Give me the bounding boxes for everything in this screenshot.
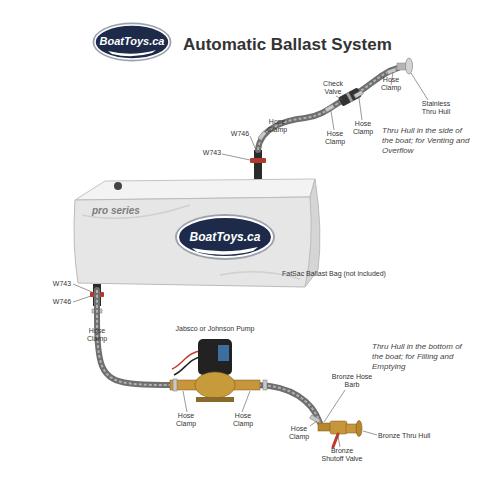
logo-rim bbox=[93, 23, 172, 62]
leader-line bbox=[183, 391, 187, 412]
valve-handle bbox=[333, 434, 338, 447]
leader-line bbox=[250, 136, 256, 150]
leader-line bbox=[336, 96, 343, 100]
connector-group bbox=[97, 290, 170, 385]
part-label: Hose Clamp bbox=[82, 327, 112, 343]
leader-line bbox=[411, 73, 428, 100]
part-label: Hose Clamp bbox=[171, 412, 201, 428]
part-label: Hose Clamp bbox=[228, 412, 258, 428]
pump: Jabsco or Johnson Pump bbox=[170, 325, 260, 410]
leader-line bbox=[331, 111, 334, 130]
thru-hull-body bbox=[346, 424, 357, 433]
part-number: W746 bbox=[50, 298, 74, 306]
logo-boat bbox=[108, 50, 156, 56]
leader-line bbox=[310, 421, 317, 426]
hose-clamp bbox=[387, 68, 397, 75]
pump-label-plate bbox=[218, 345, 229, 361]
logo-oval bbox=[178, 217, 272, 257]
pump-wire bbox=[174, 357, 202, 375]
logo-boat bbox=[192, 247, 258, 255]
fitting-nut bbox=[250, 158, 266, 163]
series-text: pro series bbox=[92, 205, 162, 217]
hose-clamp bbox=[325, 104, 335, 112]
logo-text: BoatToys.ca bbox=[92, 35, 172, 48]
leader-line bbox=[359, 98, 362, 120]
hose-connector bbox=[97, 290, 170, 385]
part-label: Bronze Thru Hull bbox=[378, 432, 448, 440]
hose-clamp bbox=[310, 415, 321, 423]
logo-rim bbox=[175, 214, 275, 260]
note-text: Thru Hull in the bottom of the boat; for… bbox=[372, 342, 470, 372]
pump-base bbox=[196, 397, 234, 402]
part-label: Bronze Hose Barb bbox=[330, 373, 374, 389]
hose-clamp bbox=[354, 90, 364, 98]
leader-line bbox=[222, 154, 250, 160]
leader-line bbox=[73, 284, 92, 292]
pump-head bbox=[195, 372, 235, 398]
leader-line bbox=[338, 436, 340, 447]
check-valve-band bbox=[346, 92, 353, 102]
part-label: Hose Clamp bbox=[376, 76, 406, 92]
part-number: W746 bbox=[228, 130, 252, 138]
part-number: W743 bbox=[50, 280, 74, 288]
hose-braid bbox=[97, 290, 170, 385]
part-label: Hose Clamp bbox=[262, 118, 292, 134]
part-label: Stainless Thru Hull bbox=[414, 100, 458, 116]
part-label: FatSac Ballast Bag (not included) bbox=[282, 270, 422, 278]
logo-oval: BoatToys.ca bbox=[92, 22, 172, 62]
hose-clamp bbox=[263, 380, 267, 390]
check-valve bbox=[338, 87, 362, 106]
bag-fold bbox=[82, 205, 300, 279]
leader-line bbox=[363, 431, 377, 435]
bronze-thru-hull bbox=[356, 421, 362, 437]
stainless-thru-hull bbox=[406, 58, 413, 74]
leader-line bbox=[324, 390, 345, 422]
bag-front bbox=[74, 197, 311, 287]
part-label: Hose Clamp bbox=[320, 130, 350, 146]
logo-text: BoatToys.ca bbox=[177, 230, 273, 244]
node-outline bbox=[170, 325, 260, 410]
bag-fitting bbox=[254, 150, 262, 180]
bag-port bbox=[114, 182, 122, 190]
bronze-hose-barb bbox=[318, 423, 331, 431]
part-label: Hose Clamp bbox=[284, 425, 314, 441]
hose-braid bbox=[258, 385, 320, 423]
note-text: Thru Hull in the side of the boat; for V… bbox=[382, 126, 474, 156]
diagram-title: Automatic Ballast System bbox=[183, 35, 392, 55]
fill-hose bbox=[258, 385, 320, 423]
leader-line bbox=[73, 296, 91, 302]
part-label: Hose Clamp bbox=[348, 120, 378, 136]
bag-top bbox=[75, 179, 315, 200]
part-label: Bronze Shutoff Valve bbox=[320, 447, 364, 463]
pump-wire bbox=[172, 351, 202, 369]
pump-motor bbox=[198, 339, 232, 375]
bronze-shutoff-valve bbox=[330, 421, 347, 434]
part-number: W743 bbox=[200, 149, 224, 157]
part-label: Check Valve bbox=[318, 80, 348, 96]
hose-clamp bbox=[173, 379, 177, 391]
pump-inlet bbox=[170, 380, 198, 390]
leader-line bbox=[242, 391, 250, 412]
part-label: Jabsco or Johnson Pump bbox=[160, 325, 270, 333]
